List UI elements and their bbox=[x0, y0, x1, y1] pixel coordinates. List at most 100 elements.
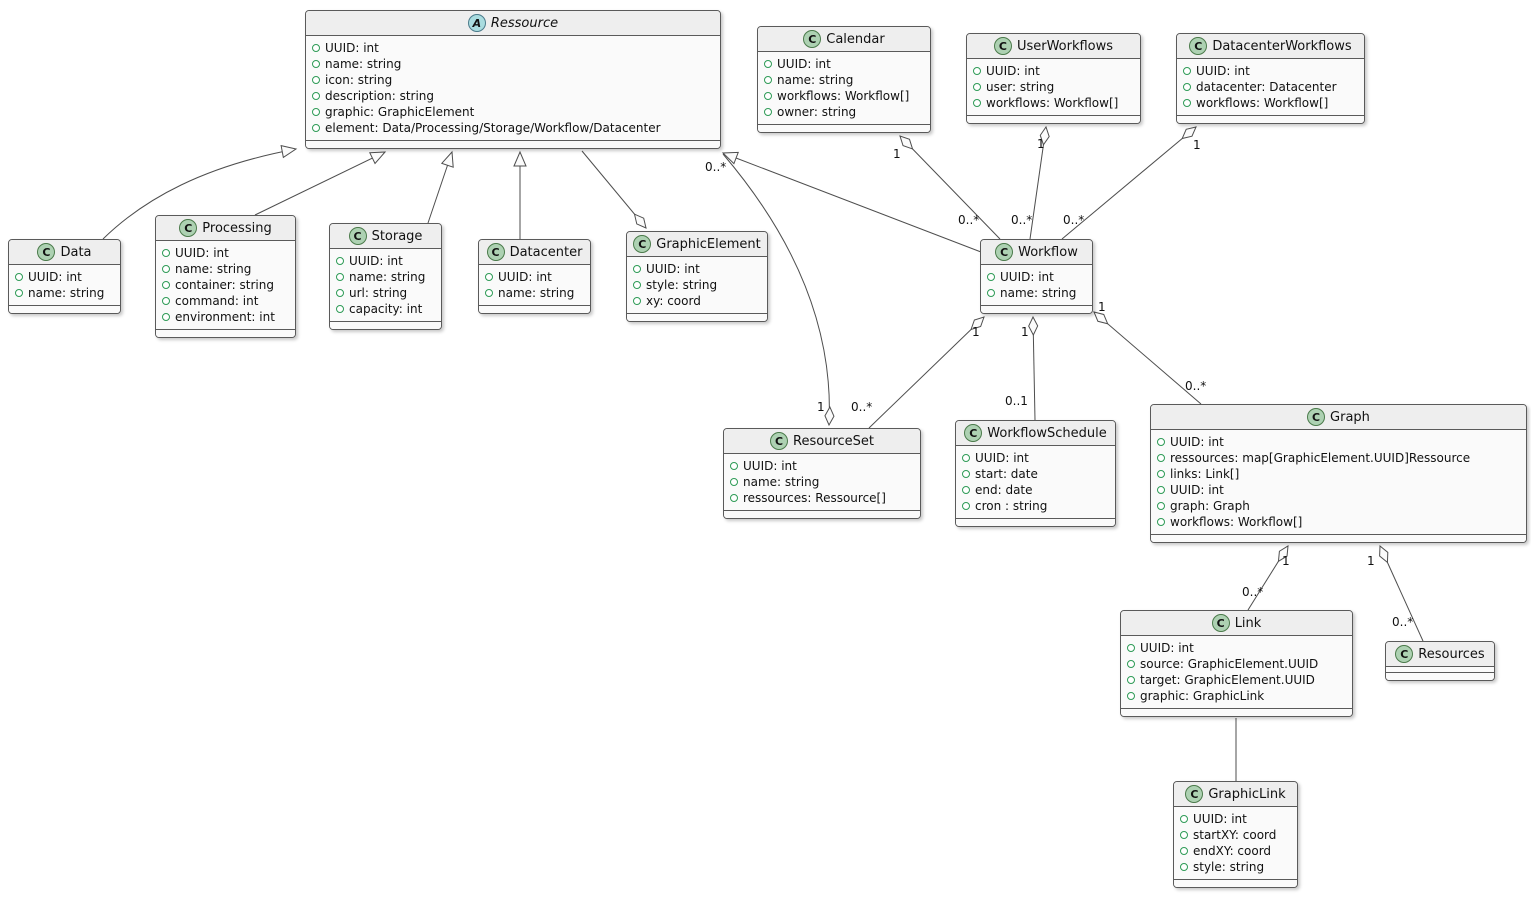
class-calendar: C Calendar UUID: int name: string workfl… bbox=[757, 26, 931, 133]
field-visibility-icon bbox=[633, 297, 641, 305]
field-visibility-icon bbox=[336, 257, 344, 265]
class-attribute: name: string bbox=[764, 72, 922, 88]
class-attribute: name: string bbox=[485, 285, 582, 301]
methods-compartment bbox=[956, 518, 1115, 526]
field-visibility-icon bbox=[485, 289, 493, 297]
field-visibility-icon bbox=[312, 76, 320, 84]
class-title: C DatacenterWorkflows bbox=[1177, 34, 1364, 59]
edge-generalization-processing-ressource bbox=[254, 151, 387, 216]
field-visibility-icon bbox=[15, 289, 23, 297]
class-attribute: graph: Graph bbox=[1157, 498, 1518, 514]
field-visibility-icon bbox=[1127, 692, 1135, 700]
class-attribute: UUID: int bbox=[15, 269, 112, 285]
class-storage: C Storage UUID: int name: string url: st… bbox=[329, 223, 442, 330]
edge-aggregation-graph-link bbox=[1247, 546, 1288, 611]
edge-generalization-storage-ressource bbox=[427, 150, 454, 224]
field-visibility-icon bbox=[312, 108, 320, 116]
field-visibility-icon bbox=[764, 92, 772, 100]
class-icon: C bbox=[1185, 785, 1204, 803]
class-icon: C bbox=[803, 30, 822, 48]
class-attribute: start: date bbox=[962, 466, 1107, 482]
class-attribute: ressources: Ressource[] bbox=[730, 490, 912, 506]
multiplicity-label: 0..* bbox=[1011, 213, 1033, 227]
class-userworkflows: C UserWorkflows UUID: int user: string w… bbox=[966, 33, 1141, 124]
class-attribute: UUID: int bbox=[730, 458, 912, 474]
class-title: C Datacenter bbox=[479, 240, 590, 265]
class-name: Calendar bbox=[826, 31, 885, 47]
field-visibility-icon bbox=[962, 486, 970, 494]
class-attribute: UUID: int bbox=[764, 56, 922, 72]
class-attribute: element: Data/Processing/Storage/Workflo… bbox=[312, 120, 712, 136]
class-title: C Processing bbox=[156, 216, 295, 241]
class-title: C GraphicElement bbox=[627, 232, 767, 257]
class-title: C Data bbox=[9, 240, 120, 265]
edge-aggregation-calendar-workflow bbox=[900, 136, 1001, 240]
multiplicity-label: 0..* bbox=[1185, 379, 1207, 393]
field-visibility-icon bbox=[336, 289, 344, 297]
class-name: GraphicElement bbox=[656, 236, 761, 252]
class-attribute: xy: coord bbox=[633, 293, 759, 309]
class-name: Storage bbox=[371, 228, 423, 244]
class-attribute: description: string bbox=[312, 88, 712, 104]
class-datacenter: C Datacenter UUID: int name: string bbox=[478, 239, 591, 314]
methods-compartment bbox=[724, 510, 920, 518]
field-visibility-icon bbox=[962, 454, 970, 462]
class-name: Processing bbox=[202, 220, 272, 236]
methods-compartment bbox=[1151, 534, 1526, 542]
field-visibility-icon bbox=[1157, 502, 1165, 510]
methods-compartment bbox=[1121, 708, 1352, 716]
class-icon: C bbox=[1395, 645, 1414, 663]
class-attribute: UUID: int bbox=[312, 40, 712, 56]
methods-compartment bbox=[9, 305, 120, 313]
multiplicity-label: 1 bbox=[1098, 300, 1106, 314]
field-visibility-icon bbox=[1157, 438, 1165, 446]
class-title: C Link bbox=[1121, 611, 1352, 636]
class-title: C Calendar bbox=[758, 27, 930, 52]
field-visibility-icon bbox=[962, 502, 970, 510]
methods-compartment bbox=[758, 124, 930, 132]
class-attribute: UUID: int bbox=[987, 269, 1084, 285]
class-title: C WorkflowSchedule bbox=[956, 421, 1115, 446]
class-attribute: UUID: int bbox=[1127, 640, 1344, 656]
field-visibility-icon bbox=[162, 281, 170, 289]
edge-aggregation-resourceset-ressource bbox=[722, 153, 829, 425]
class-icon: C bbox=[37, 243, 56, 261]
multiplicity-label: 0..* bbox=[1392, 615, 1414, 629]
class-attribute: name: string bbox=[730, 474, 912, 490]
class-name: Ressource bbox=[490, 15, 559, 31]
field-visibility-icon bbox=[764, 76, 772, 84]
field-visibility-icon bbox=[336, 305, 344, 313]
class-attribute: cron : string bbox=[962, 498, 1107, 514]
class-name: Resources bbox=[1418, 646, 1485, 662]
field-visibility-icon bbox=[15, 273, 23, 281]
field-visibility-icon bbox=[162, 313, 170, 321]
class-resources: C Resources bbox=[1385, 641, 1495, 681]
class-attribute: UUID: int bbox=[162, 245, 287, 261]
class-graph: C Graph UUID: int ressources: map[Graphi… bbox=[1150, 404, 1527, 543]
field-visibility-icon bbox=[1183, 99, 1191, 107]
class-icon: C bbox=[993, 37, 1012, 55]
methods-compartment bbox=[1174, 879, 1297, 887]
field-visibility-icon bbox=[633, 265, 641, 273]
class-workflowschedule: C WorkflowSchedule UUID: int start: date… bbox=[955, 420, 1116, 527]
class-icon: C bbox=[995, 243, 1014, 261]
edge-aggregation-workflow-workflowschedule bbox=[1033, 317, 1035, 421]
methods-compartment bbox=[967, 115, 1140, 123]
edge-aggregation-graphicelement-ressource bbox=[581, 150, 646, 228]
class-name: Graph bbox=[1330, 409, 1370, 425]
class-attribute: graphic: GraphicLink bbox=[1127, 688, 1344, 704]
field-visibility-icon bbox=[633, 281, 641, 289]
multiplicity-label: 1 bbox=[1193, 138, 1201, 152]
multiplicity-label: 1 bbox=[893, 147, 901, 161]
class-link: C Link UUID: int source: GraphicElement.… bbox=[1120, 610, 1353, 717]
class-name: WorkflowSchedule bbox=[987, 425, 1107, 441]
class-attribute: container: string bbox=[162, 277, 287, 293]
class-attribute: endXY: coord bbox=[1180, 843, 1289, 859]
field-visibility-icon bbox=[1127, 660, 1135, 668]
field-visibility-icon bbox=[1180, 863, 1188, 871]
methods-compartment bbox=[1386, 672, 1494, 680]
class-icon: C bbox=[1189, 37, 1208, 55]
multiplicity-label: 1 bbox=[817, 400, 825, 414]
multiplicity-label: 0..* bbox=[958, 213, 980, 227]
